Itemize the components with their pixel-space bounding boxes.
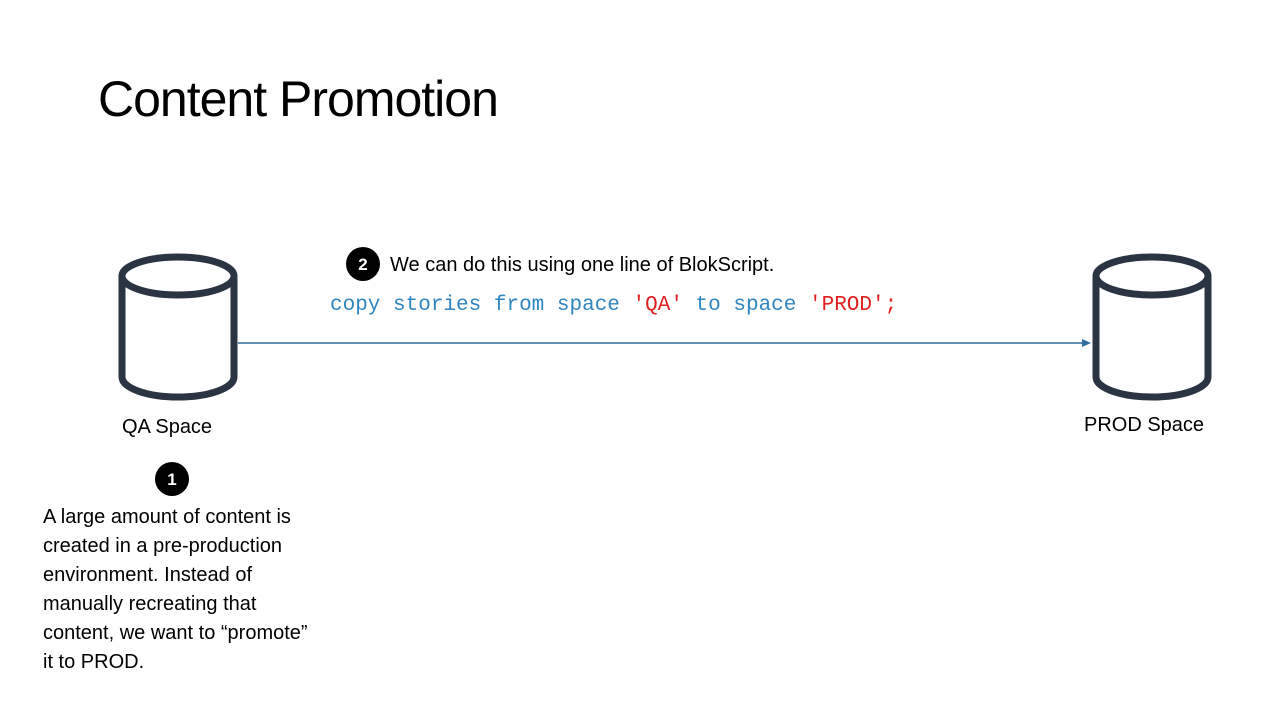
qa-database-icon bbox=[118, 253, 238, 401]
code-keyword-from: from bbox=[493, 294, 545, 317]
step-1-text: A large amount of content is created in … bbox=[43, 506, 308, 673]
code-keyword-space-2: space bbox=[733, 294, 797, 317]
code-keyword-to: to bbox=[695, 294, 721, 317]
qa-space-label: QA Space bbox=[122, 416, 213, 438]
prod-database-icon bbox=[1092, 253, 1212, 401]
code-string-qa: 'QA' bbox=[632, 294, 683, 317]
code-string-prod: 'PROD' bbox=[809, 294, 885, 317]
code-terminator: ; bbox=[884, 294, 898, 317]
prod-space-label: PROD Space bbox=[1084, 414, 1205, 436]
slide-title: Content Promotion bbox=[98, 71, 499, 127]
blokscript-code-line: copy stories from space 'QA' to space 'P… bbox=[330, 293, 897, 318]
step-2-text: We can do this using one line of BlokScr… bbox=[390, 254, 775, 276]
code-keyword-stories: stories bbox=[393, 294, 482, 317]
step-1-badge: 1 bbox=[155, 462, 189, 496]
step-2-badge: 2 bbox=[346, 247, 380, 281]
code-keyword-space-1: space bbox=[556, 294, 620, 317]
code-keyword-copy: copy bbox=[330, 294, 381, 317]
